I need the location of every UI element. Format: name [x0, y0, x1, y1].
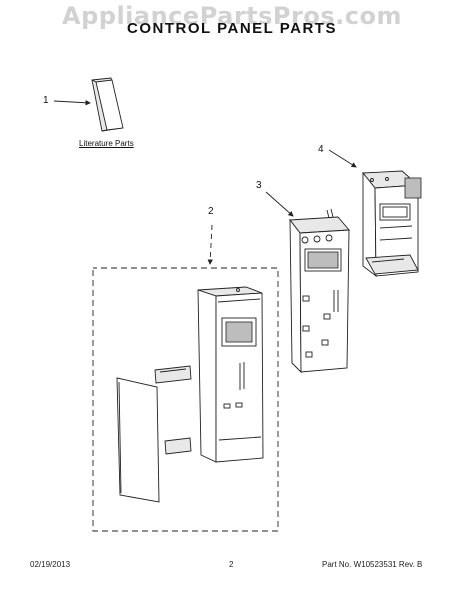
membrane-keypad	[116, 377, 160, 503]
leader-line-3	[265, 191, 294, 217]
keypad-tail	[164, 437, 192, 455]
literature-booklet	[91, 77, 124, 132]
callout-number-2: 2	[208, 206, 214, 217]
callout-number-3: 3	[256, 180, 262, 191]
control-board-bracket	[362, 170, 422, 277]
control-panel-frame	[289, 208, 350, 374]
control-panel-front	[197, 286, 264, 463]
footer-page-number: 2	[229, 560, 234, 569]
assembly-2-boundary	[92, 267, 279, 532]
callout-number-1: 1	[43, 95, 49, 106]
display-window	[154, 365, 192, 384]
callout-number-4: 4	[318, 144, 324, 155]
leader-line-2	[207, 224, 213, 265]
literature-parts-label: Literature Parts	[79, 139, 134, 148]
page-title: CONTROL PANEL PARTS	[127, 20, 337, 37]
leader-line-1	[53, 100, 91, 106]
footer-date: 02/19/2013	[30, 560, 71, 569]
footer-part-number: Part No. W10523531 Rev. B	[322, 560, 423, 569]
watermark-text: AppliancePartsPros.com	[62, 2, 402, 30]
leader-line-4	[328, 149, 357, 168]
